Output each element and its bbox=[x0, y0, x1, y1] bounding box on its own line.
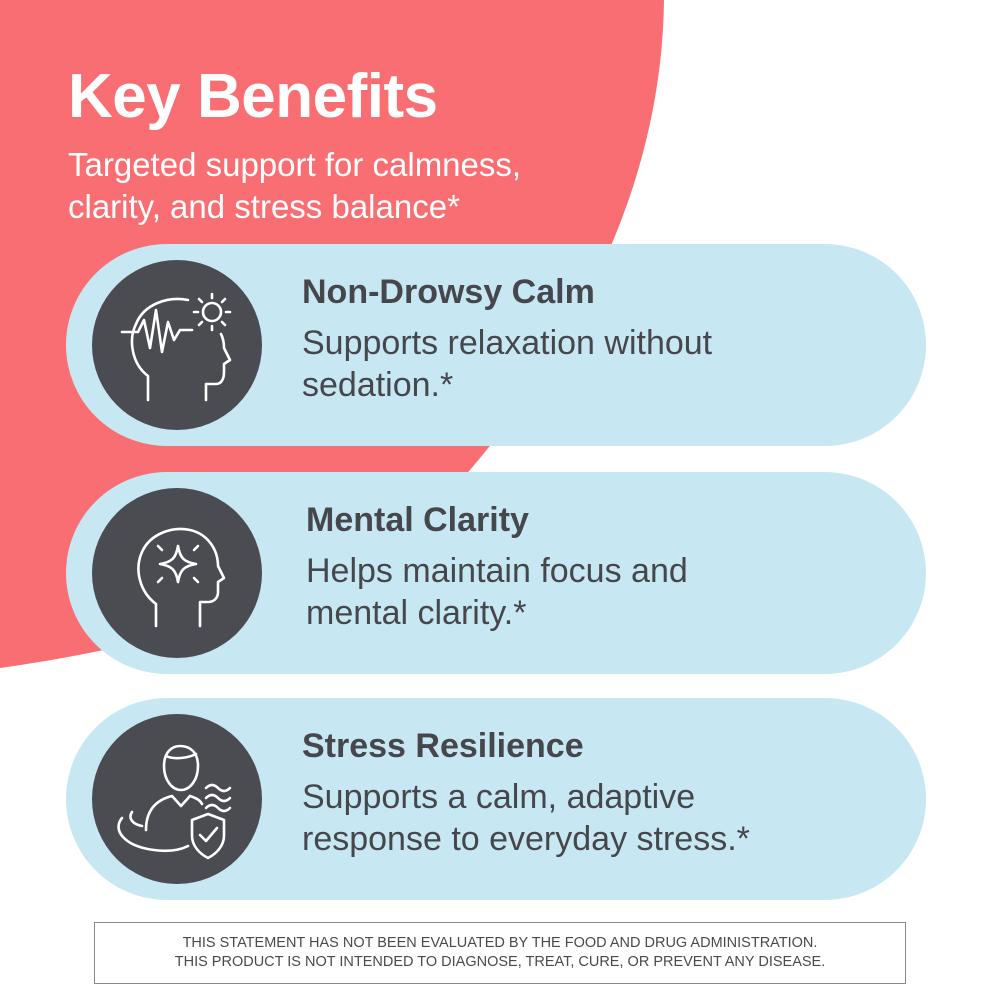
page-subtitle: Targeted support for calmness, clarity, … bbox=[68, 146, 522, 225]
benefit-card-stress-resilience: Stress Resilience Supports a calm, adapt… bbox=[66, 698, 926, 900]
fda-disclaimer-box: THIS STATEMENT HAS NOT BEEN EVALUATED BY… bbox=[94, 922, 906, 984]
benefit-description: Supports a calm, adaptive response to ev… bbox=[302, 778, 750, 858]
disclaimer-line-1: THIS STATEMENT HAS NOT BEEN EVALUATED BY… bbox=[182, 935, 818, 951]
benefit-description: Supports relaxation without sedation.* bbox=[302, 324, 713, 404]
header: Key Benefits Targeted support for calmne… bbox=[68, 62, 628, 228]
benefit-title: Non-Drowsy Calm bbox=[302, 273, 595, 311]
head-sparkle-icon bbox=[92, 488, 262, 658]
person-shield-icon bbox=[92, 714, 262, 884]
benefit-text: Non-Drowsy Calm Supports relaxation with… bbox=[302, 270, 902, 406]
page-title: Key Benefits bbox=[68, 62, 438, 131]
benefit-card-non-drowsy-calm: Non-Drowsy Calm Supports relaxation with… bbox=[66, 244, 926, 446]
benefit-card-mental-clarity: Mental Clarity Helps maintain focus and … bbox=[66, 472, 926, 674]
benefit-text: Stress Resilience Supports a calm, adapt… bbox=[302, 724, 902, 860]
disclaimer-line-2: THIS PRODUCT IS NOT INTENDED TO DIAGNOSE… bbox=[174, 954, 826, 970]
benefit-title: Stress Resilience bbox=[302, 727, 584, 765]
benefit-text: Mental Clarity Helps maintain focus and … bbox=[306, 498, 906, 634]
benefit-title: Mental Clarity bbox=[306, 501, 529, 539]
head-brainwave-sun-icon bbox=[92, 260, 262, 430]
benefit-description: Helps maintain focus and mental clarity.… bbox=[306, 552, 688, 632]
